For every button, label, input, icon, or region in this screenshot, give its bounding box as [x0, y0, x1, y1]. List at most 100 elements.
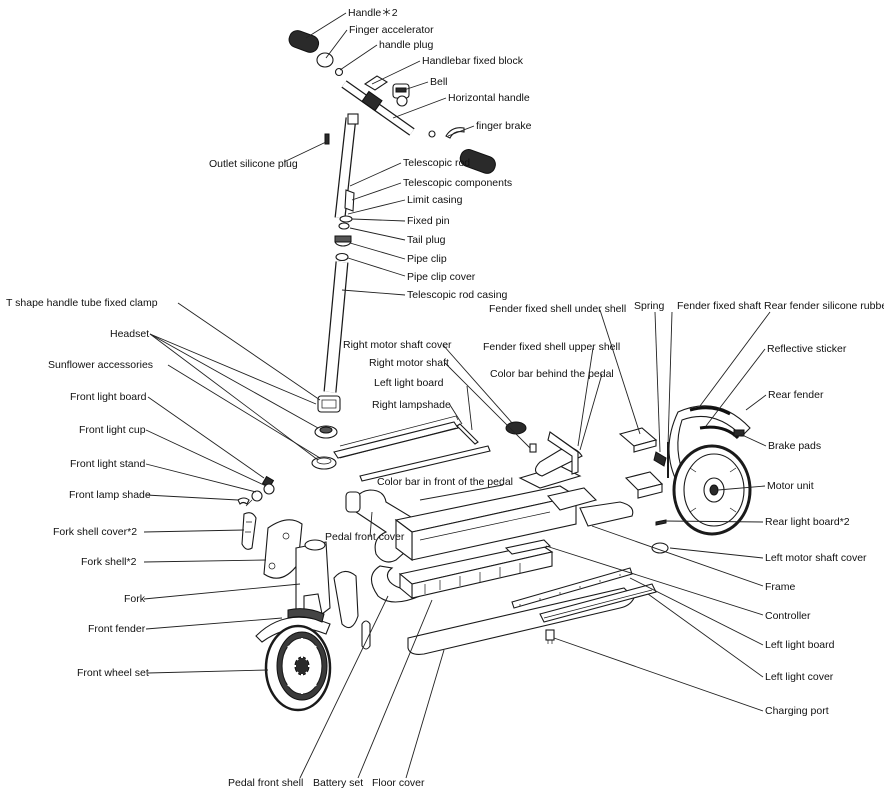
label-floor-cover: Floor cover [372, 777, 425, 789]
label-handle-plug: handle plug [379, 39, 433, 51]
charging-port-part [545, 629, 555, 644]
rear-light-board-part [655, 519, 667, 526]
label-telescopic-rod-casing: Telescopic rod casing [407, 289, 508, 301]
label-fork-shell: Fork shell*2 [81, 556, 137, 568]
label-fender-fixed-shaft: Fender fixed shaft [677, 300, 761, 312]
front-lamp-shade-part [237, 497, 250, 505]
label-t-shape-clamp: T shape handle tube fixed clamp [6, 297, 158, 309]
label-bell: Bell [430, 76, 448, 88]
label-fork-shell-cover: Fork shell cover*2 [53, 526, 137, 538]
label-frame: Frame [765, 581, 795, 593]
label-front-lamp-shade: Front lamp shade [69, 489, 151, 501]
label-pedal-front-shell: Pedal front shell [228, 777, 303, 789]
front-light-cup-part [263, 483, 275, 495]
label-color-bar-behind: Color bar behind the pedal [490, 368, 614, 380]
label-front-wheel-set: Front wheel set [77, 667, 149, 679]
label-spring: Spring [634, 300, 665, 312]
left-light-cover-part [539, 583, 657, 623]
label-rear-fender-silicone-rubber: Rear fender silicone rubber [764, 300, 884, 312]
fork-part [295, 539, 331, 617]
label-pedal-front-cover: Pedal front cover [325, 531, 405, 543]
color-bar-front-part [359, 445, 491, 482]
color-bar-behind-part [547, 431, 579, 475]
label-motor-unit: Motor unit [767, 480, 814, 492]
t-shape-clamp-part [317, 395, 341, 413]
pipe-clip-part [334, 235, 352, 247]
label-headset: Headset [110, 328, 149, 340]
label-handlebar-fixed-block: Handlebar fixed block [422, 55, 524, 67]
label-controller: Controller [765, 610, 811, 622]
right-lampshade-part [333, 415, 459, 459]
label-front-fender: Front fender [88, 623, 146, 635]
fork-shell-cover-part [241, 512, 257, 550]
label-right-lampshade: Right lampshade [372, 399, 451, 411]
label-fender-fixed-shell-under: Fender fixed shell under shell [489, 303, 626, 315]
controller-part [504, 539, 552, 555]
front-fender-part [255, 616, 331, 643]
fender-fixed-shell-under-part [618, 427, 658, 453]
handle-grip-left [288, 30, 334, 68]
left-light-board-upper-part [456, 423, 479, 445]
telescopic-rod-part [334, 113, 359, 219]
label-rear-light-board: Rear light board*2 [765, 516, 850, 528]
front-light-stand-part [245, 490, 263, 507]
label-reflective-sticker: Reflective sticker [767, 343, 847, 355]
fender-fixed-shell-upper-part [624, 471, 664, 499]
label-handle: Handle＊2 [348, 7, 398, 19]
callout-labels: Handle＊2 Finger accelerator handle plug … [6, 7, 884, 789]
label-fixed-pin: Fixed pin [407, 215, 450, 227]
pipe-clip-cover-part [335, 252, 349, 262]
label-front-light-cup: Front light cup [79, 424, 146, 436]
tail-plug-part [338, 222, 350, 230]
label-charging-port: Charging port [765, 705, 829, 717]
label-front-light-board: Front light board [70, 391, 147, 403]
telescopic-rod-casing-part [323, 261, 349, 393]
headset-part [314, 425, 338, 439]
right-motor-shaft-cover-part [505, 421, 527, 435]
left-light-board-part [511, 567, 633, 609]
label-battery-set: Battery set [313, 777, 363, 789]
label-rear-fender: Rear fender [768, 389, 824, 401]
label-limit-casing: Limit casing [407, 194, 463, 206]
label-right-motor-shaft: Right motor shaft [369, 357, 449, 369]
rear-fender-part [668, 405, 751, 485]
label-finger-accelerator: Finger accelerator [349, 24, 434, 36]
label-telescopic-components: Telescopic components [403, 177, 512, 189]
finger-brake-part [428, 127, 465, 139]
leader-lines [143, 12, 771, 779]
motor-unit-part [672, 444, 752, 536]
label-sunflower-accessories: Sunflower accessories [48, 359, 153, 371]
bell-part [392, 83, 410, 107]
left-motor-shaft-cover-part [651, 542, 669, 554]
parts-artwork [237, 30, 752, 712]
front-fender-top-part [287, 608, 325, 623]
label-left-light-board-top: Left light board [374, 377, 444, 389]
spring-part [653, 451, 667, 467]
label-fork: Fork [124, 593, 146, 605]
label-fender-fixed-shell-upper: Fender fixed shell upper shell [483, 341, 620, 353]
fixed-pin-part [339, 215, 353, 223]
label-left-light-cover: Left light cover [765, 671, 834, 683]
front-wheel-set-part [264, 624, 332, 712]
label-front-light-stand: Front light stand [70, 458, 145, 470]
horizontal-handle-part [341, 75, 415, 136]
handle-grip-right [459, 149, 496, 174]
label-pipe-clip-cover: Pipe clip cover [407, 271, 476, 283]
sunflower-accessories-part [311, 456, 337, 470]
fork-shell-right-part [333, 570, 359, 629]
outlet-silicone-plug-part [324, 133, 330, 145]
label-brake-pads: Brake pads [768, 440, 821, 452]
label-left-light-board: Left light board [765, 639, 835, 651]
fork-shell-cover-right-part [361, 620, 371, 650]
label-tail-plug: Tail plug [407, 234, 446, 246]
label-pipe-clip: Pipe clip [407, 253, 447, 265]
label-right-motor-shaft-cover: Right motor shaft cover [343, 339, 452, 351]
label-finger-brake: finger brake [476, 120, 532, 132]
label-color-bar-front: Color bar in front of the pedal [377, 476, 513, 488]
label-horizontal-handle: Horizontal handle [448, 92, 530, 104]
label-outlet-silicone-plug: Outlet silicone plug [209, 158, 298, 170]
handle-plug-part [334, 67, 344, 77]
right-motor-shaft-part [529, 443, 537, 453]
